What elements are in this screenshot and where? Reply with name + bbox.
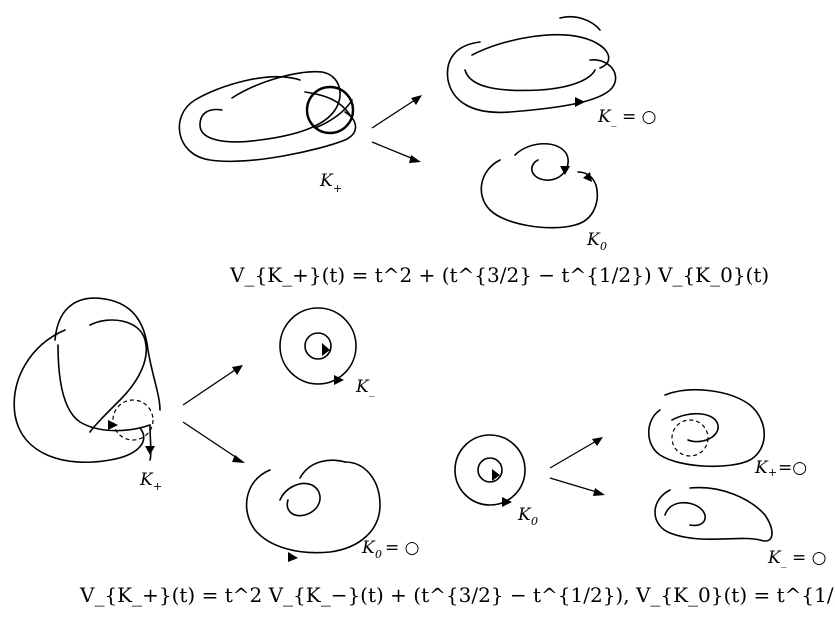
crossing-circle-dashed bbox=[112, 399, 154, 441]
crossing-circle bbox=[305, 85, 355, 135]
label-top-k-plus: K + bbox=[319, 171, 342, 195]
svg-text:= ○: = ○ bbox=[792, 548, 826, 568]
crossing-circle-right bbox=[671, 419, 709, 457]
label-bot-k-plus: K + bbox=[139, 470, 162, 493]
svg-text:_: _ bbox=[369, 384, 375, 397]
equation-bottom: V_{K_+}(t) = t^2 V_{K_−}(t) + (t^{3/2} −… bbox=[79, 583, 835, 607]
arrows-bottom-left bbox=[182, 365, 245, 463]
svg-text:0: 0 bbox=[600, 240, 607, 253]
knot-k-plus-right bbox=[647, 389, 765, 468]
svg-text:K: K bbox=[319, 171, 334, 191]
svg-text:K: K bbox=[586, 230, 601, 250]
svg-text:+: + bbox=[768, 466, 777, 479]
label-top-k-zero: K 0 bbox=[586, 230, 607, 253]
knot-k-plus-top bbox=[178, 70, 357, 163]
knot-k-zero-top bbox=[480, 143, 599, 229]
equation-top: V_{K_+}(t) = t^2 + (t^{3/2} − t^{1/2}) V… bbox=[229, 263, 769, 287]
knot-k-plus-bottom bbox=[13, 297, 161, 464]
svg-text:0: 0 bbox=[531, 515, 538, 528]
svg-text:K: K bbox=[754, 458, 769, 478]
label-bot2-k-plus: K + =○ bbox=[754, 458, 807, 479]
svg-text:0: 0 bbox=[375, 548, 382, 561]
svg-text:+: + bbox=[333, 182, 342, 195]
svg-text:K: K bbox=[355, 377, 370, 397]
knot-k-minus-right bbox=[654, 486, 773, 542]
svg-text:_: _ bbox=[781, 555, 787, 568]
knot-k-zero-middle bbox=[454, 434, 526, 507]
label-bot-k-zero: K 0 = ○ bbox=[361, 538, 419, 561]
svg-text:+: + bbox=[153, 480, 162, 493]
svg-text:_: _ bbox=[611, 114, 617, 127]
label-bot2-k-minus: K _ = ○ bbox=[767, 548, 826, 568]
svg-text:=○: =○ bbox=[778, 458, 807, 478]
arrows-bottom-right bbox=[549, 437, 605, 496]
svg-text:K: K bbox=[767, 548, 782, 568]
svg-text:K: K bbox=[517, 505, 532, 525]
arrows-top bbox=[371, 95, 422, 163]
knot-k-minus-bottom bbox=[279, 307, 357, 385]
svg-text:= ○: = ○ bbox=[622, 107, 656, 127]
label-bot2-k-zero: K 0 bbox=[517, 505, 538, 528]
svg-text:K: K bbox=[361, 538, 376, 558]
knot-k-zero-bottom bbox=[245, 459, 381, 562]
knot-k-minus-top bbox=[446, 15, 617, 114]
label-top-k-minus: K _ = ○ bbox=[597, 107, 656, 127]
svg-text:K: K bbox=[597, 107, 612, 127]
svg-text:= ○: = ○ bbox=[385, 538, 419, 558]
svg-text:K: K bbox=[139, 470, 154, 490]
label-bot-k-minus: K _ bbox=[355, 377, 375, 397]
